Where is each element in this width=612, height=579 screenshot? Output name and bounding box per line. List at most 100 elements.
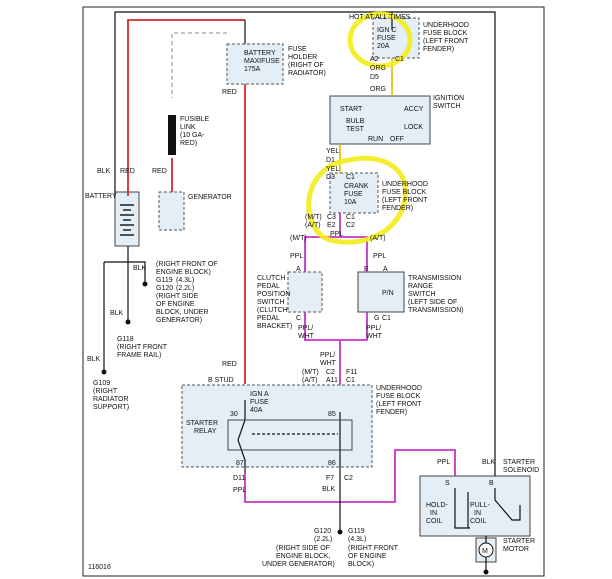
relay-pin-30: 30 (230, 411, 238, 418)
variant-at-1: (A/T) (305, 222, 321, 229)
sol-pin-s: S (445, 480, 450, 487)
variant-at-2: (A/T) (370, 235, 386, 242)
trans-pn: P/N (382, 290, 394, 297)
starter-motor-1: STARTER (503, 538, 535, 545)
fuse-holder-1: FUSE (288, 46, 307, 53)
hold-in-coil-path (454, 488, 470, 529)
wire-color-yel-1: YEL (326, 148, 339, 155)
pin-d3: D3 (326, 174, 335, 181)
ign-pos-lock: LOCK (404, 124, 423, 131)
ppl-wht-3a: PPL/ (320, 352, 335, 359)
trans-label-5: TRANSMISSION) (408, 307, 464, 314)
clutch-label-1: CLUTCH (257, 275, 285, 282)
sol-pin-b: B (489, 480, 494, 487)
trans-label-4: (LEFT SIDE OF (408, 299, 457, 306)
g120-loc-3: BLOCK, UNDER (156, 309, 209, 316)
conn-c1-mid: C1 (346, 377, 355, 384)
wire-red-battery-top (127, 19, 245, 196)
g119-b: G119 (348, 528, 365, 535)
ground-symbol-g118 (125, 319, 131, 325)
generator-box (158, 191, 185, 231)
fusible-link-3: (10 GA- (180, 132, 205, 139)
solenoid-label-2: SOLENOID (503, 467, 539, 474)
hold-in-3: COIL (426, 518, 442, 525)
wire-color-blk-g118: BLK (110, 310, 124, 317)
ppl-wht-1a: PPL/ (298, 325, 313, 332)
underhood-mid-4: FENDER) (382, 205, 413, 212)
ground-symbol-g109 (101, 369, 107, 375)
underhood-top-1: UNDERHOOD (423, 22, 469, 29)
relay-inner-box (227, 419, 353, 451)
ground-symbol-g119-g120 (142, 281, 148, 287)
wire-color-blk-g109: BLK (87, 356, 101, 363)
hot-at-all-times: HOT AT ALL TIMES (349, 14, 411, 21)
g119-b-loc-2: OF ENGINE (348, 553, 387, 560)
pin-a11: A11 (326, 377, 338, 384)
ign-pos-test: TEST (346, 126, 365, 133)
fusible-link-icon (168, 115, 176, 155)
clutch-label-6: PEDAL (257, 315, 280, 322)
relay-pin-86: 86 (328, 460, 336, 467)
maxifuse-label-2: MAXIFUSE (244, 58, 280, 65)
wire-color-ppl-bot: PPL (233, 487, 246, 494)
variant-mt-3: (M/T) (302, 369, 319, 376)
g109-label: G109 (93, 380, 110, 387)
g120-b-loc-1: (RIGHT SIDE OF (276, 545, 330, 552)
starter-motor-icon (478, 542, 494, 558)
starter-solenoid-box (419, 475, 531, 537)
ign-c-fuse-label-3: 20A (377, 43, 390, 50)
ppl-wht-2a: PPL/ (366, 325, 381, 332)
ppl-wht-1b: WHT (298, 333, 315, 340)
clutch-label-4: SWITCH (257, 299, 285, 306)
ppl-wht-3b: WHT (320, 360, 337, 367)
g118-loc-1: (RIGHT FRONT (117, 344, 168, 351)
g120-loc-4: GENERATOR) (156, 317, 202, 324)
ground-symbol-bottom (337, 529, 343, 535)
g119-a-eng: (4.3L) (176, 277, 194, 284)
clutch-pin-c: C (296, 315, 301, 322)
wire-color-blk-g119: BLK (133, 265, 147, 272)
solenoid-label-1: STARTER (503, 459, 535, 466)
underhood-bot-3: (LEFT FRONT (376, 401, 422, 408)
pull-in-1: PULL- (470, 502, 491, 509)
hold-in-2: IN (430, 510, 437, 517)
g120-b: G120 (314, 528, 331, 535)
underhood-mid-1: UNDERHOOD (382, 181, 428, 188)
clutch-label-5: (CLUTCH (257, 307, 288, 314)
ignition-switch-label-1: IGNITION (433, 95, 464, 102)
highlight-ign-c-fuse (347, 11, 413, 69)
highlight-crank-fuse (306, 155, 408, 245)
trans-range-switch-box (357, 271, 405, 313)
ignition-switch-label-2: SWITCH (433, 103, 461, 110)
wire-color-ppl-sol: PPL (437, 459, 450, 466)
g118-loc-2: FRAME RAIL) (117, 352, 161, 359)
ign-pos-run: RUN (368, 136, 383, 143)
trans-pin-g: G (374, 315, 379, 322)
battery-maxifuse-box (226, 43, 284, 85)
underhood-mid-3: (LEFT FRONT (382, 197, 428, 204)
underhood-bot-4: FENDER) (376, 409, 407, 416)
variant-at-3: (A/T) (302, 377, 318, 384)
g120-a-eng: (2.2L) (176, 285, 194, 292)
fuse-holder-4: RADIATOR) (288, 70, 326, 77)
trans-pin-a: A (383, 266, 388, 273)
relay-pin-87: 87 (236, 460, 244, 467)
wire-color-red-mid: RED (222, 361, 237, 368)
b-stud-label: B STUD (208, 377, 234, 384)
maxifuse-label-1: BATTERY (244, 50, 276, 57)
g120-b-loc-2: ENGINE BLOCK, (276, 553, 331, 560)
conn-c2b: C2 (346, 222, 355, 229)
conn-c2-bot: C2 (344, 475, 353, 482)
ignition-switch-box (329, 95, 431, 145)
ign-c-fuse-label-1: IGN C (377, 27, 396, 34)
conn-c1b: C1 (346, 214, 355, 221)
underhood-top-4: FENDER) (423, 46, 454, 53)
g119-b-eng: (4.3L) (348, 536, 366, 543)
wire-ppl-solenoid (244, 449, 456, 503)
g120-b-loc-3: UNDER GENERATOR) (262, 561, 335, 568)
doc-number: 116016 (88, 564, 111, 571)
wire-color-red-top: RED (222, 89, 237, 96)
ign-a-fuse-1: IGN A (250, 391, 269, 398)
crank-fuse-label-2: FUSE (344, 191, 363, 198)
